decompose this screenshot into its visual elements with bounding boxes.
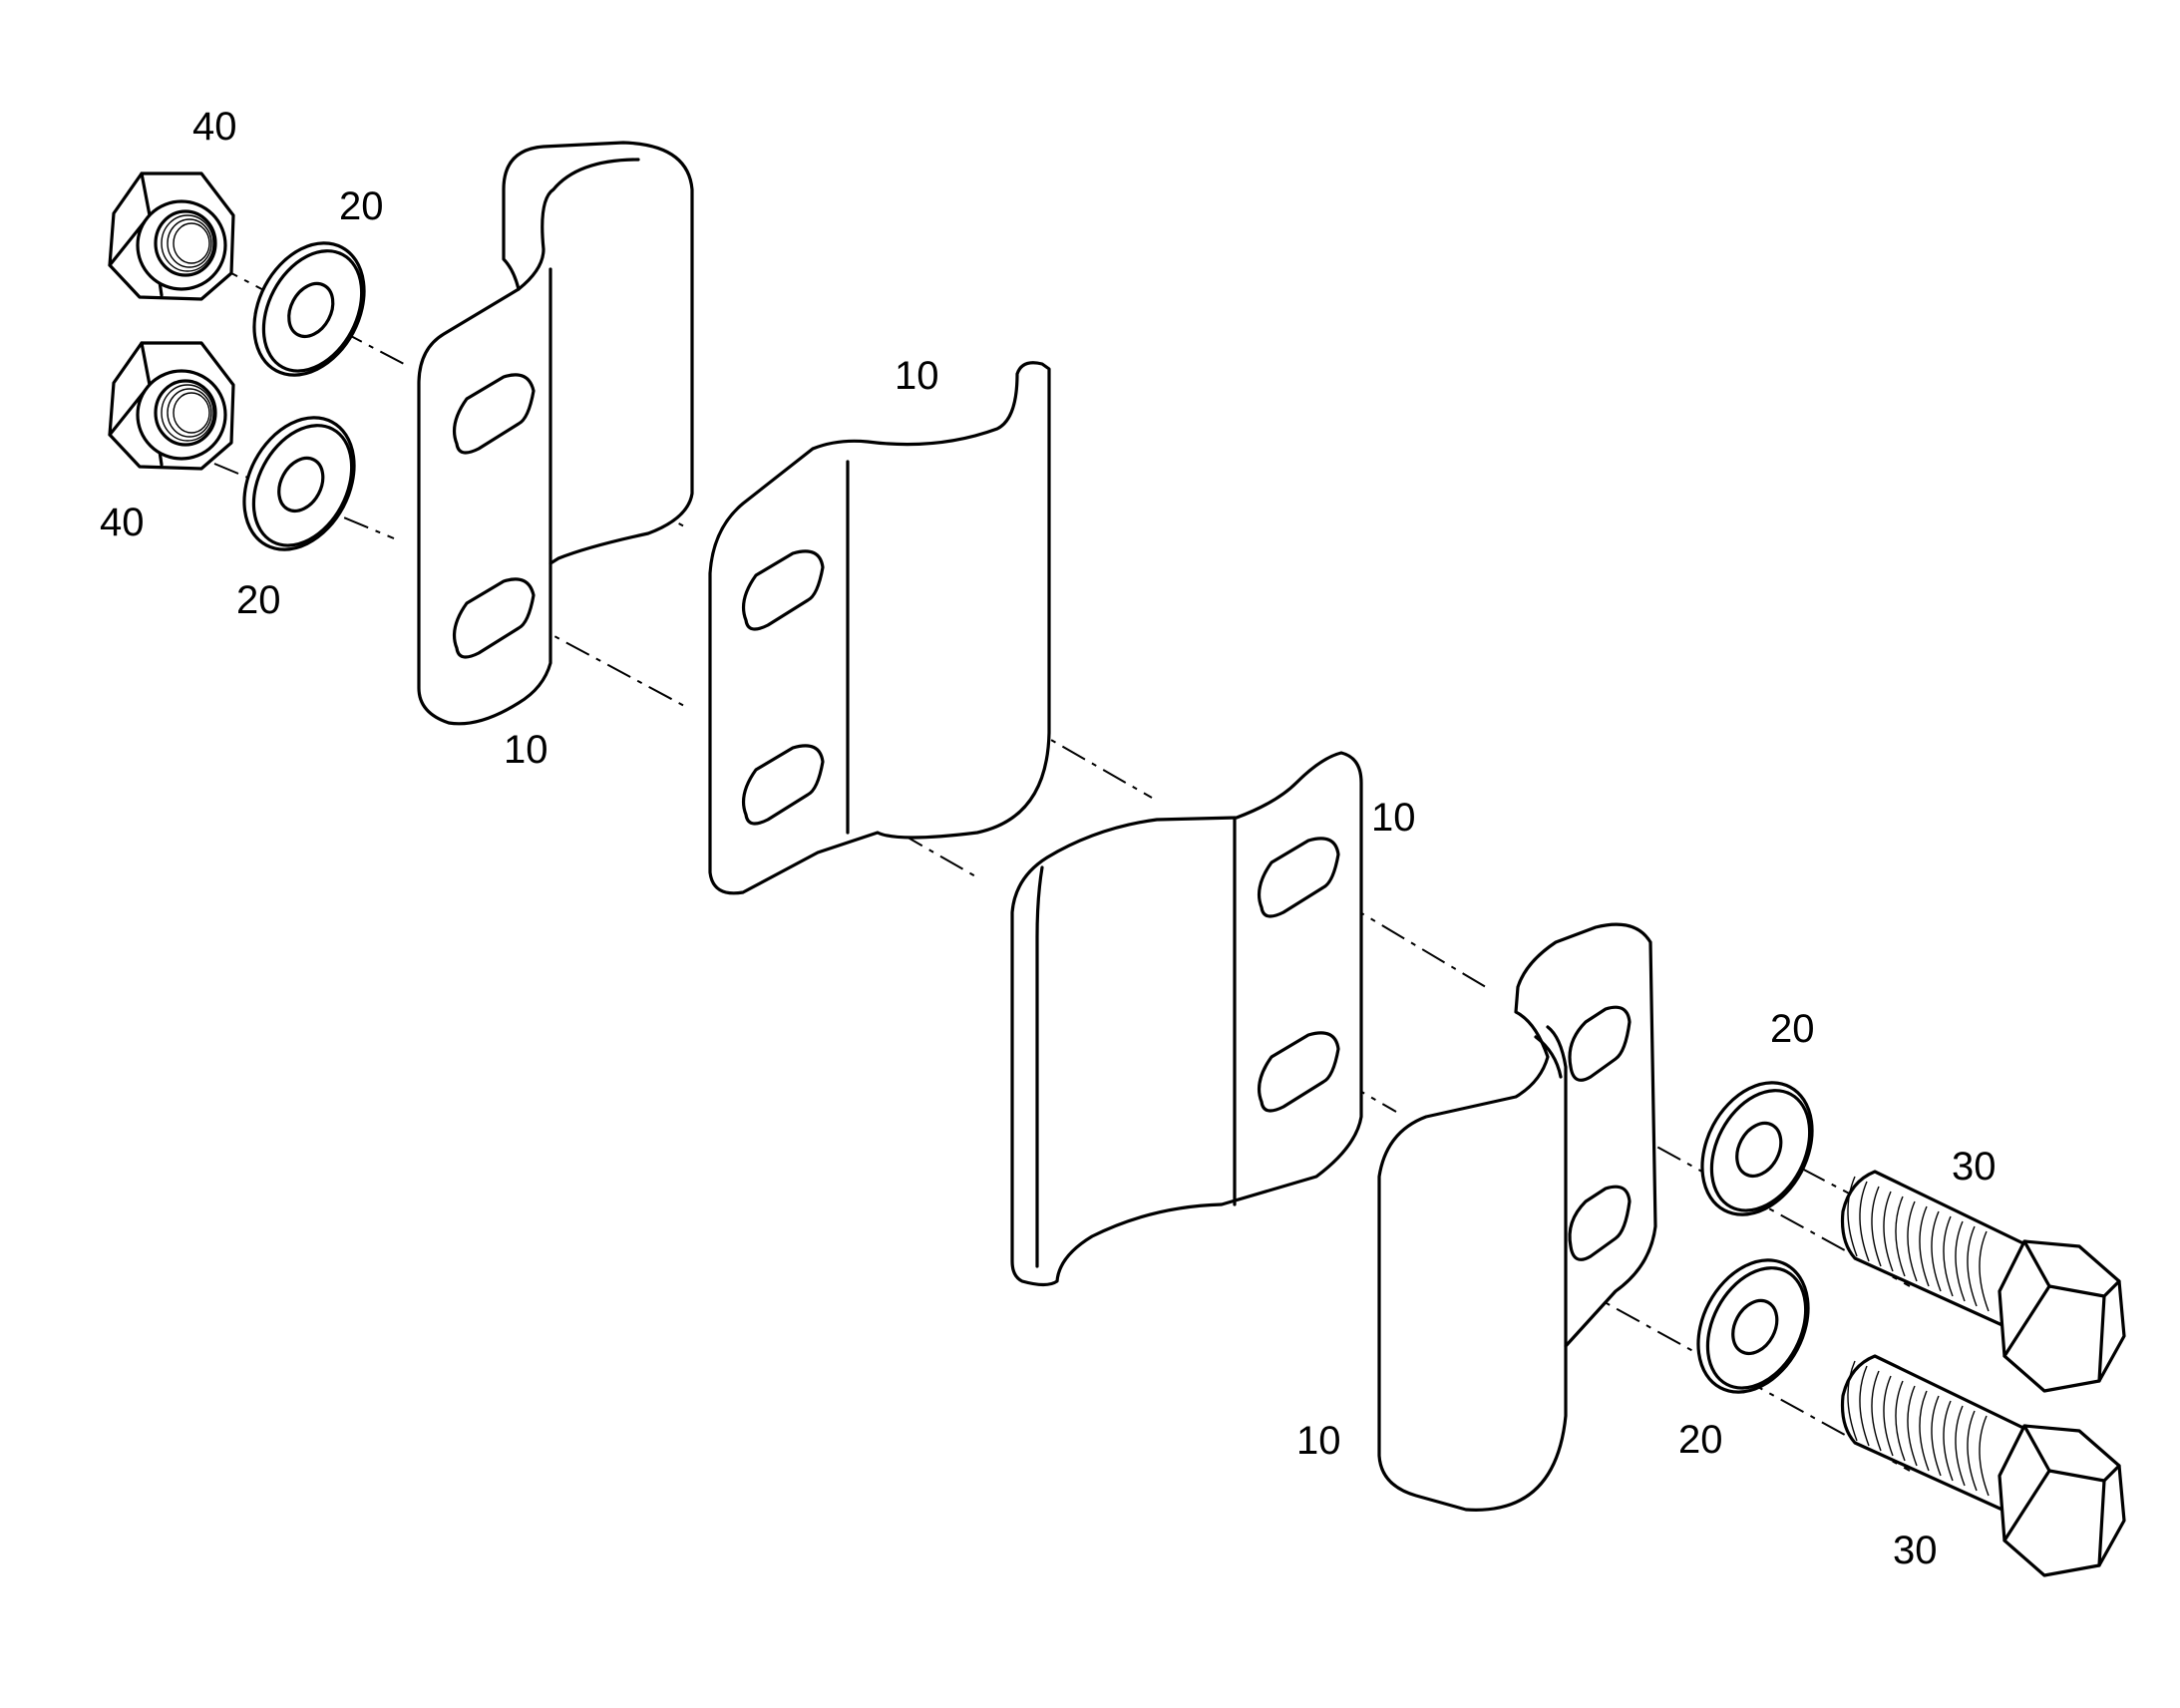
- clamp-bracket-icon: [1377, 922, 1657, 1512]
- callout-bracket-4: 10: [1296, 1419, 1341, 1463]
- hex-bolt-icon: [1840, 1170, 2126, 1393]
- flat-washer-icon: [242, 416, 356, 551]
- bolt-thread: [1847, 1360, 1990, 1497]
- callout-washer-bottom-left: 20: [236, 578, 281, 622]
- bolt-thread: [1847, 1176, 1990, 1312]
- flat-washer-icon: [1700, 1081, 1814, 1216]
- clamp-bracket-icon: [708, 361, 1051, 895]
- callout-bolt-bottom: 30: [1893, 1529, 1938, 1572]
- callout-labels: 40 40 20 20 10 10 10 10 20 20 30 30: [100, 105, 1997, 1572]
- hex-bolt-icon: [1840, 1354, 2126, 1577]
- clamp-bracket-icon: [417, 141, 694, 726]
- callout-bracket-2: 10: [895, 354, 939, 398]
- callout-washer-top-right: 20: [1770, 1007, 1815, 1051]
- flat-washer-icon: [252, 241, 366, 377]
- hex-nut-icon: [108, 341, 235, 471]
- callout-nut-top: 40: [192, 105, 237, 149]
- flat-washer-icon: [1696, 1258, 1810, 1394]
- clamp-bracket-icon: [1010, 751, 1363, 1287]
- hex-nut-icon: [108, 171, 235, 301]
- callout-washer-top-left: 20: [339, 184, 384, 228]
- callout-nut-bottom: 40: [100, 501, 145, 544]
- callout-bracket-3: 10: [1371, 796, 1416, 840]
- callout-washer-bottom-right: 20: [1678, 1418, 1723, 1462]
- callout-bracket-1: 10: [504, 728, 548, 772]
- callout-bolt-top: 30: [1952, 1145, 1997, 1189]
